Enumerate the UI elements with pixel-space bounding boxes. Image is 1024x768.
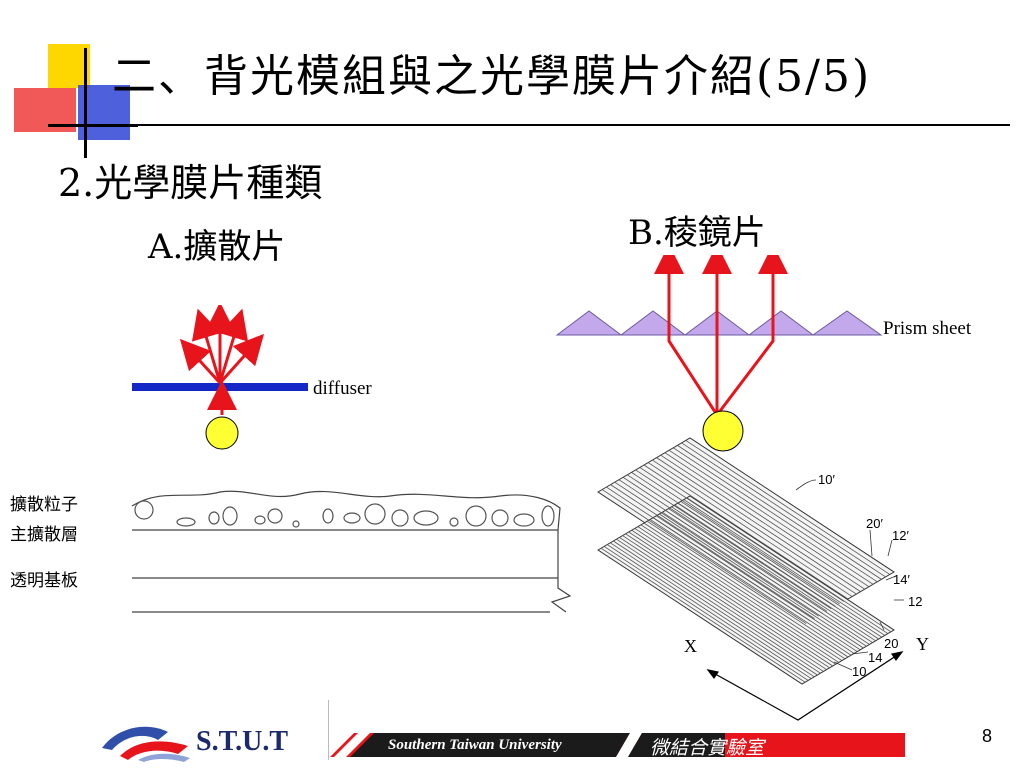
- prism-groove-line: [671, 506, 876, 642]
- prism-groove-line: [600, 547, 806, 683]
- prism-groove-line: [662, 511, 867, 647]
- prism-groove-line: [686, 497, 892, 633]
- prism-groove-line: [643, 464, 849, 600]
- prism-groove-line: [677, 502, 882, 638]
- prism-groove-line: [680, 501, 886, 636]
- diffusion-layer-label: 主擴散層: [10, 525, 78, 545]
- fig-num-20: 20: [884, 636, 899, 651]
- prism-groove-line: [674, 504, 879, 640]
- prism-groove-line: [637, 526, 843, 661]
- diffuser-cross-section: [131, 490, 572, 613]
- axis-y-label: Y: [916, 634, 929, 654]
- prism-sheet-label: Prism sheet: [883, 318, 972, 339]
- prism-groove-line: [673, 447, 878, 583]
- axis-lines: [706, 651, 904, 721]
- fig-num-14: 14: [868, 650, 883, 665]
- prism-groove-line: [622, 535, 827, 670]
- fig-num-20p: 20′: [866, 516, 883, 531]
- prism-groove-line: [646, 520, 852, 656]
- diffuser-bar: [132, 383, 308, 391]
- prism-groove-line: [610, 484, 815, 619]
- prism-groove-line: [603, 546, 809, 681]
- fig-num-10p: 10′: [818, 472, 835, 487]
- prism-groove-line: [643, 522, 849, 658]
- slide-title: 二、背光模組與之光學膜片介紹(5/5): [112, 51, 872, 102]
- prism-sheet: [555, 310, 883, 336]
- diffuser-label: diffuser: [313, 378, 372, 399]
- substrate-label: 透明基板: [10, 571, 78, 591]
- prism-groove-line: [677, 445, 882, 580]
- prism-groove-line: [660, 454, 865, 590]
- vertical-rule: [84, 48, 87, 158]
- prism-groove-line: [681, 442, 886, 578]
- prism-light-arrows: [654, 255, 788, 416]
- prism-groove-line: [625, 533, 830, 669]
- prism-groove-line: [616, 538, 821, 674]
- prism-groove-line: [652, 517, 858, 652]
- prism-groove-line: [665, 510, 870, 645]
- prism-groove-line: [656, 457, 861, 592]
- prism-groove-line: [619, 537, 824, 672]
- prism-groove-line: [649, 519, 855, 654]
- light-source-icon: [205, 416, 239, 450]
- university-name: Southern Taiwan University: [388, 737, 562, 753]
- page-number: 8: [981, 726, 992, 746]
- prism-groove-line: [659, 513, 864, 649]
- diffuser-heading: A.擴散片: [148, 227, 286, 267]
- yellow-square: [48, 44, 90, 88]
- particle-label: 擴散粒子: [10, 495, 78, 515]
- prism-groove-line: [628, 531, 833, 667]
- prism-groove-line: [631, 529, 836, 665]
- prism-groove-line: [668, 449, 874, 585]
- prism-groove-line: [614, 481, 819, 617]
- prism-groove-line: [685, 440, 891, 575]
- diffuser-diagram: [132, 305, 308, 450]
- stut-logo-icon: [102, 726, 190, 762]
- fig-num-10: 10: [852, 664, 867, 679]
- prism-groove-line: [613, 540, 818, 676]
- prism-heading: B.稜鏡片: [628, 213, 766, 253]
- lab-name: 微結合實驗室: [650, 737, 765, 759]
- prism-groove-line: [622, 476, 828, 612]
- prism-groove-line: [656, 515, 861, 651]
- prism-groove-line: [647, 462, 853, 597]
- prism-groove-line: [606, 544, 812, 679]
- prism-groove-line: [640, 524, 846, 660]
- title-underline: [90, 124, 1010, 126]
- prism-groove-line: [635, 469, 840, 605]
- fig-num-12p: 12′: [892, 528, 909, 543]
- prism-sheets-drawing: [597, 437, 904, 721]
- fig-num-12: 12: [908, 594, 923, 609]
- prism-diagram: [555, 255, 883, 452]
- prism-groove-line: [601, 489, 807, 624]
- fig-num-14p: 14′: [893, 572, 910, 587]
- prism-groove-line: [639, 467, 845, 602]
- prism-groove-line: [652, 459, 857, 595]
- section-subtitle: 2.光學膜片種類: [58, 161, 323, 205]
- axis-x-label: X: [684, 636, 697, 656]
- prism-groove-line: [634, 528, 840, 663]
- prism-groove-line: [627, 474, 832, 610]
- scattered-light-arrows: [179, 305, 265, 385]
- prism-groove-line: [664, 452, 870, 588]
- footer-bar: [330, 733, 905, 757]
- footer-divider: [328, 700, 329, 760]
- prism-light-source-icon: [702, 410, 744, 452]
- stut-logo-text: S.T.U.T: [196, 726, 289, 757]
- prism-groove-line: [668, 508, 873, 643]
- prism-groove-line: [610, 542, 815, 678]
- prism-groove-line: [683, 499, 889, 634]
- corner-decoration: [14, 44, 138, 158]
